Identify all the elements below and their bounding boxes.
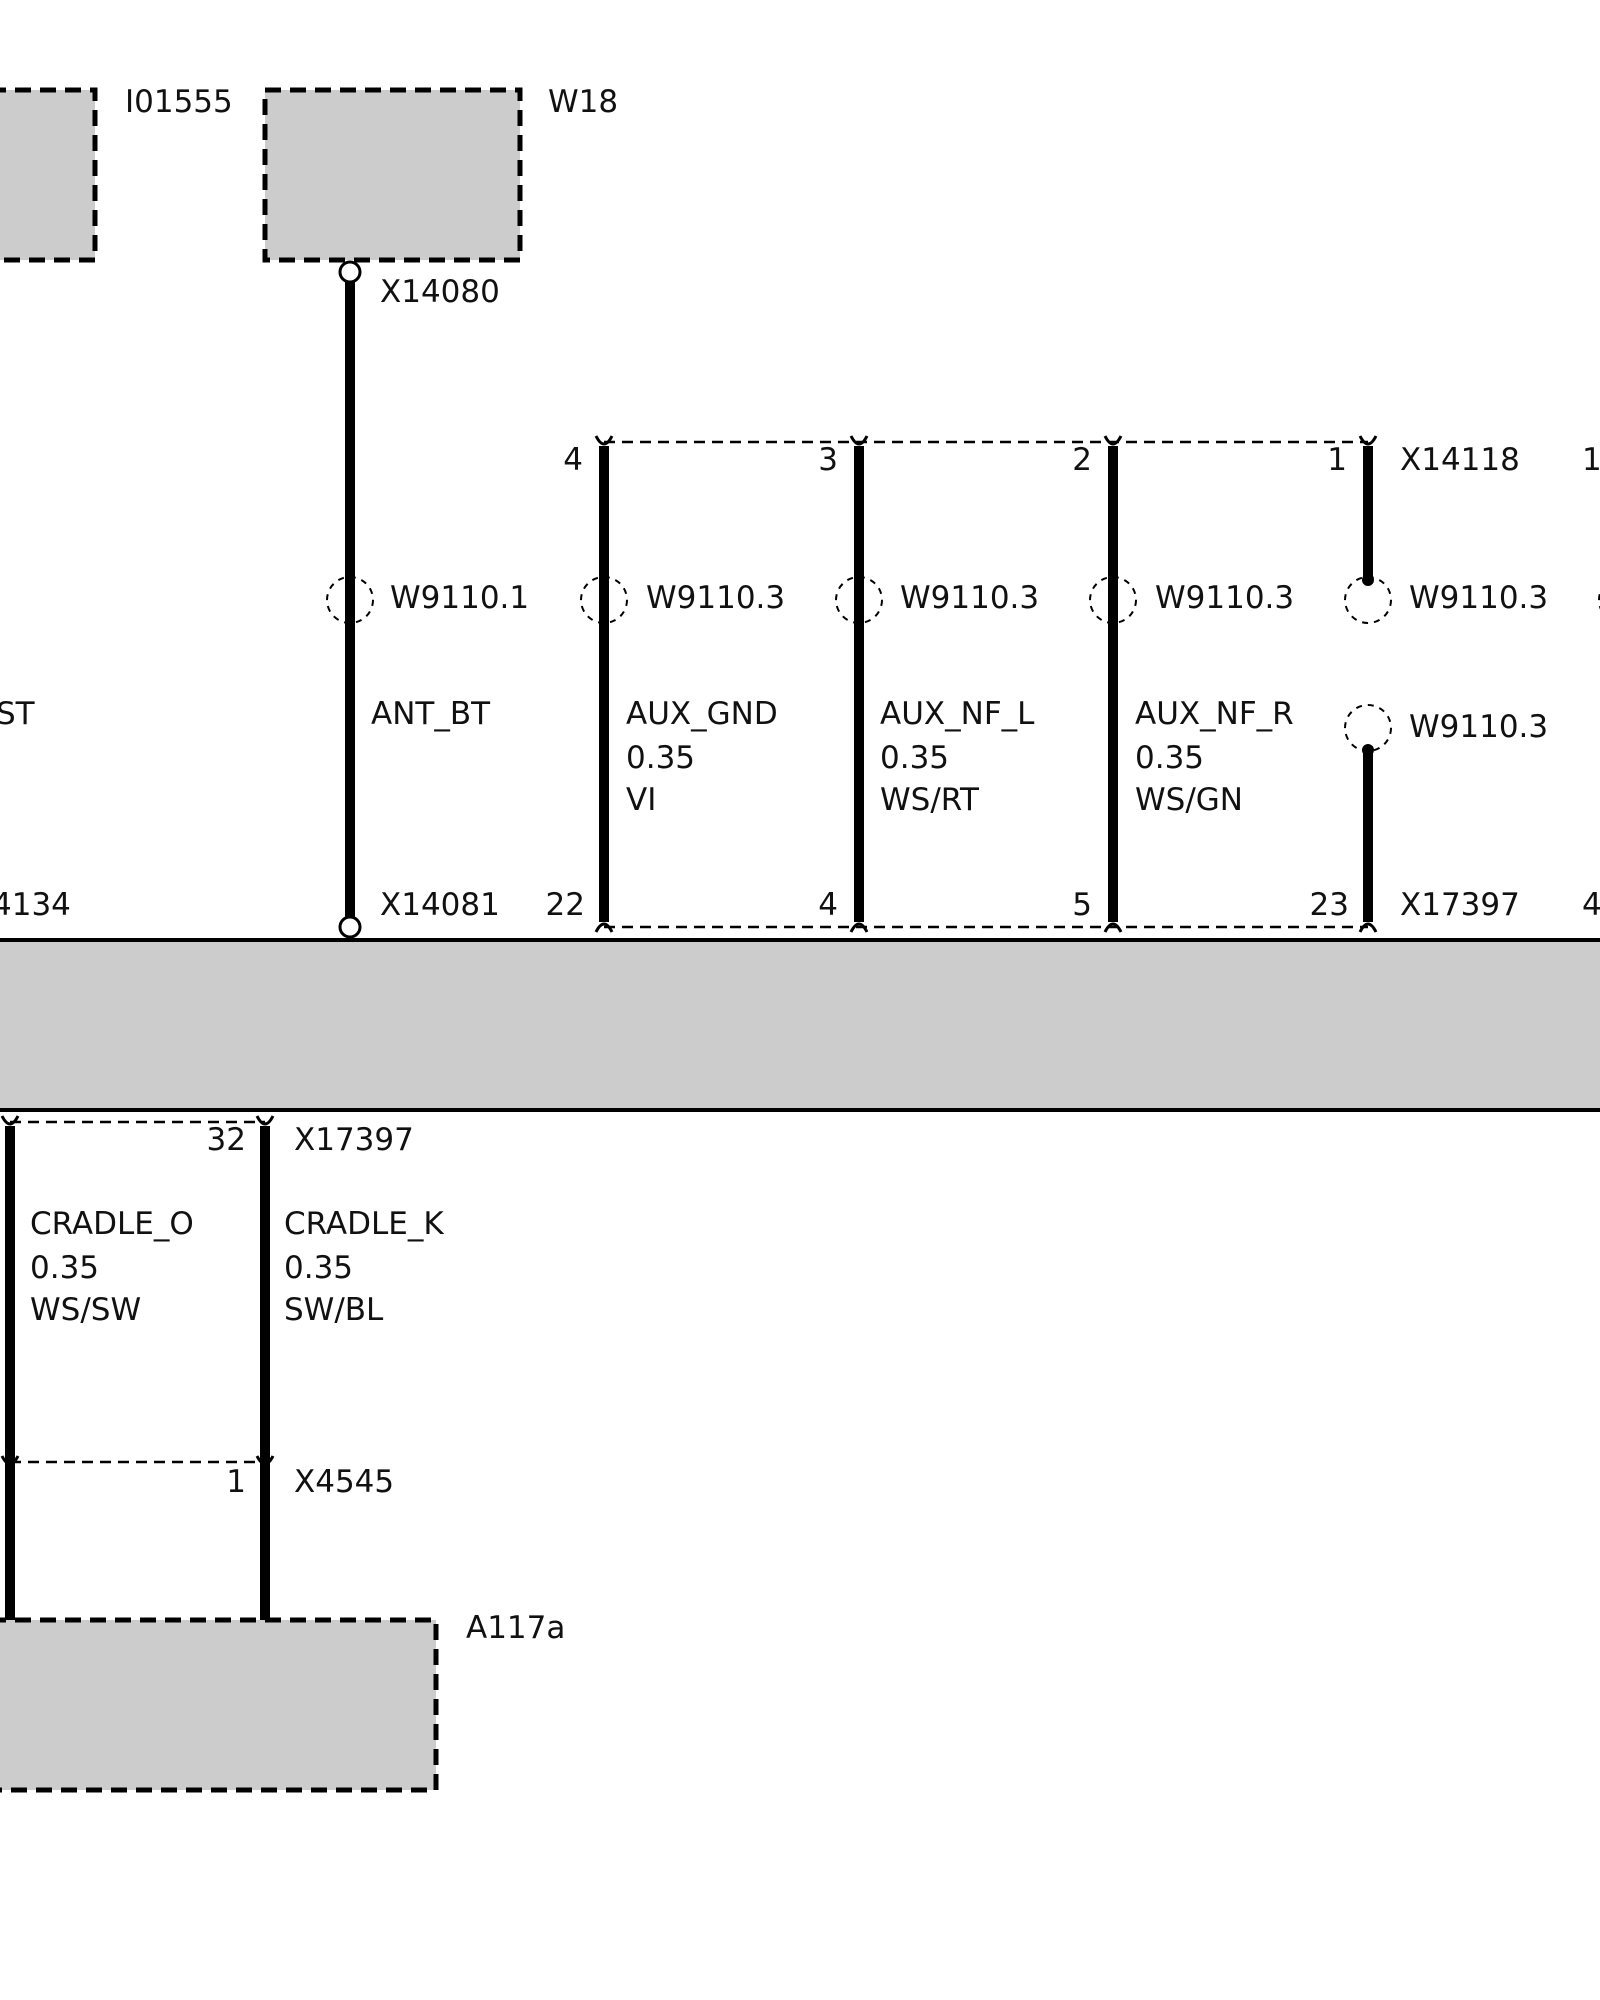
pin-number-right-partial-bottom: 4 [1582, 887, 1600, 923]
shield-ant-bt [326, 576, 374, 624]
shield-aux-nf-r [1089, 576, 1137, 624]
pin-number-x14118-1: 1 [1327, 442, 1347, 478]
pin-fork-x14118-2 [1103, 435, 1123, 446]
connector-x17397-bottom-label: X17397 [294, 1122, 414, 1158]
component-i01555-label: I01555 [125, 84, 233, 120]
pin-fork-x17397-22 [594, 922, 614, 933]
pin-fork-x17397-32 [255, 1115, 275, 1126]
pin-number-right-partial-top: 1 [1582, 442, 1600, 478]
shield-aux-nf-l [835, 576, 883, 624]
pin-number-x17397-23: 23 [1310, 887, 1349, 923]
shield-label-aux-nf-r: W9110.3 [1155, 580, 1294, 616]
pin-fork-x4545-1 [255, 1455, 275, 1466]
wire-signal-left-partial: ST [0, 696, 36, 732]
wire-size-aux-nf-l: 0.35 [880, 740, 949, 776]
pin-fork-cradle-o-top [0, 1115, 20, 1126]
pin-fork-x14118-1 [1358, 435, 1378, 446]
connector-x14081-label: X14081 [380, 887, 500, 923]
pin-fork-x17397-5 [1103, 922, 1123, 933]
wire-color-aux-nf-r: WS/GN [1135, 782, 1243, 818]
wire-signal-cradle-k: CRADLE_K [284, 1206, 444, 1242]
pin-fork-x14118-4 [594, 435, 614, 446]
component-i01555-box[interactable] [0, 87, 98, 263]
wire-color-aux-gnd: VI [626, 782, 656, 818]
connector-x14080-label: X14080 [380, 274, 500, 310]
component-w18-box[interactable] [262, 87, 523, 263]
shield-pin1-lower [1344, 704, 1392, 752]
connector-left-partial-label: 4134 [0, 887, 71, 923]
pin-number-x4545-1: 1 [226, 1464, 246, 1500]
pin-number-x17397-4: 4 [818, 887, 838, 923]
wire-color-aux-nf-l: WS/RT [880, 782, 980, 818]
wire-size-cradle-o: 0.35 [30, 1250, 99, 1286]
wire-size-cradle-k: 0.35 [284, 1250, 353, 1286]
pin-number-x14118-4: 4 [563, 442, 583, 478]
shield-dot-upper [1362, 574, 1374, 586]
wire-signal-aux-nf-r: AUX_NF_R [1135, 696, 1294, 732]
pin-fork-x14118-3 [849, 435, 869, 446]
shield-label-aux-nf-l: W9110.3 [900, 580, 1039, 616]
component-a117a-box[interactable] [0, 1617, 439, 1793]
connector-x4545-label: X4545 [294, 1464, 394, 1500]
component-a117a-label: A117a [466, 1610, 565, 1646]
pin-number-x17397-32: 32 [207, 1122, 246, 1158]
module-band[interactable] [0, 940, 1600, 1110]
wire-color-cradle-k: SW/BL [284, 1292, 384, 1328]
shield-label-pin1-lower: W9110.3 [1409, 709, 1548, 745]
connector-x17397-top-label: X17397 [1400, 887, 1520, 923]
shield-label-ant: W9110.1 [390, 580, 529, 616]
shield-label-pin1-upper: W9110.3 [1409, 580, 1548, 616]
wire-color-cradle-o: WS/SW [30, 1292, 141, 1328]
pin-number-x17397-22: 22 [546, 887, 585, 923]
pin-fork-x17397-4 [849, 922, 869, 933]
wire-signal-aux-gnd: AUX_GND [626, 696, 778, 732]
pin-x14081[interactable] [338, 915, 362, 939]
shield-pin1-upper [1344, 576, 1392, 624]
wire-size-aux-gnd: 0.35 [626, 740, 695, 776]
shield-label-aux-gnd: W9110.3 [646, 580, 785, 616]
wire-signal-cradle-o: CRADLE_O [30, 1206, 194, 1242]
pin-x14080[interactable] [338, 260, 362, 284]
pin-number-x14118-2: 2 [1072, 442, 1092, 478]
wire-size-aux-nf-r: 0.35 [1135, 740, 1204, 776]
wire-signal-ant-bt: ANT_BT [371, 696, 491, 732]
pin-number-x14118-3: 3 [818, 442, 838, 478]
pin-number-x17397-5: 5 [1072, 887, 1092, 923]
connector-x14118-label: X14118 [1400, 442, 1520, 478]
wire-signal-aux-nf-l: AUX_NF_L [880, 696, 1035, 732]
pin-fork-cradle-o-bottom [0, 1455, 20, 1466]
pin-fork-x17397-23 [1358, 922, 1378, 933]
shield-aux-gnd [580, 576, 628, 624]
shield-dot-lower [1362, 744, 1374, 756]
component-w18-label: W18 [548, 84, 618, 120]
